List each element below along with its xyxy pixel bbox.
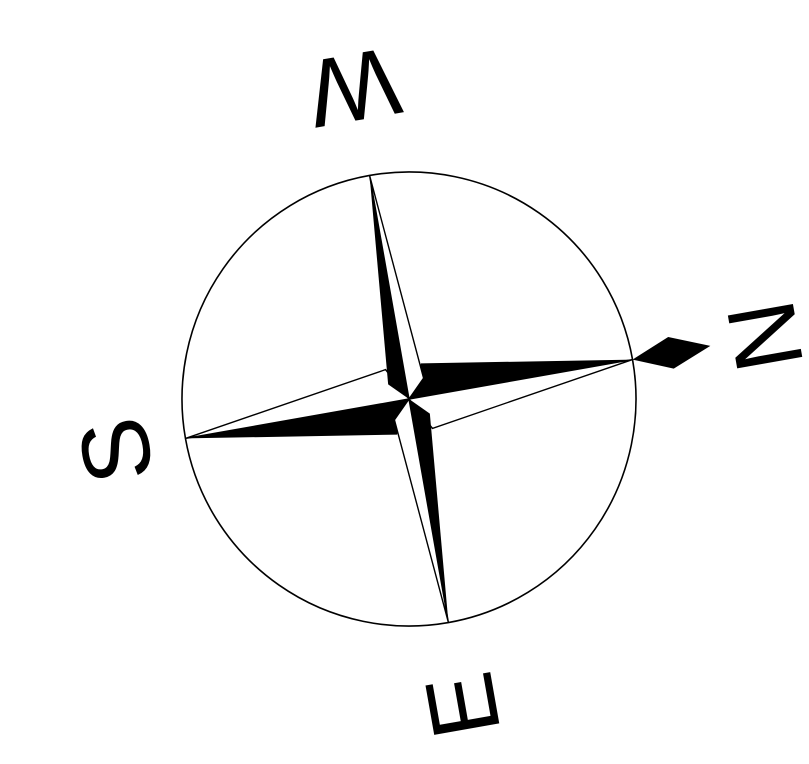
south-label: S: [58, 410, 174, 492]
north-diamond-icon: [630, 330, 713, 375]
west-label: W: [300, 26, 408, 147]
east-label: E: [405, 664, 521, 746]
north-label: N: [706, 293, 809, 380]
